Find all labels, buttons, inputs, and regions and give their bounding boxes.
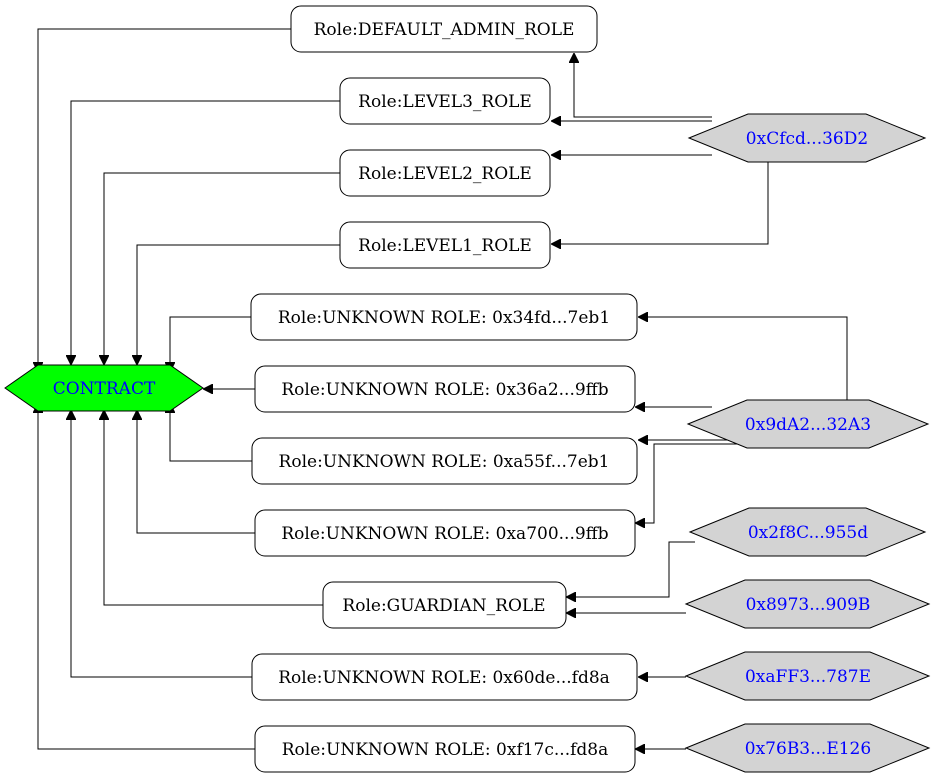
edges-roles-to-contract bbox=[38, 28, 340, 750]
edge-level1-to-contract bbox=[137, 244, 340, 365]
role-node-unknown-36a2[interactable]: Role:UNKNOWN ROLE: 0x36a2...9ffb bbox=[254, 365, 636, 413]
address-node-2f8c[interactable]: 0x2f8C...955d bbox=[688, 507, 927, 557]
edge-level2-to-contract bbox=[104, 172, 340, 365]
role-label: Role:UNKNOWN ROLE: 0xa55f...7eb1 bbox=[279, 452, 610, 472]
edge-default-admin-to-contract bbox=[38, 28, 291, 372]
address-node-aff3[interactable]: 0xaFF3...787E bbox=[684, 651, 931, 701]
role-node-level1[interactable]: Role:LEVEL1_ROLE bbox=[339, 221, 551, 269]
role-node-level3[interactable]: Role:LEVEL3_ROLE bbox=[339, 77, 551, 125]
role-node-default-admin[interactable]: Role:DEFAULT_ADMIN_ROLE bbox=[290, 5, 598, 53]
address-label: 0xaFF3...787E bbox=[745, 667, 871, 687]
edge-cfcd-to-level1 bbox=[551, 162, 769, 244]
role-label: Role:LEVEL1_ROLE bbox=[358, 236, 532, 256]
address-label: 0xCfcd...36D2 bbox=[746, 129, 868, 149]
address-label: 0x9dA2...32A3 bbox=[745, 415, 871, 435]
role-node-unknown-a700[interactable]: Role:UNKNOWN ROLE: 0xa700...9ffb bbox=[254, 509, 636, 557]
address-label: 0x8973...909B bbox=[746, 595, 871, 615]
edge-unka55f-to-contract bbox=[170, 403, 252, 462]
role-label: Role:UNKNOWN ROLE: 0xa700...9ffb bbox=[281, 524, 608, 544]
edge-level3-to-contract bbox=[71, 100, 340, 365]
role-label: Role:LEVEL3_ROLE bbox=[358, 92, 532, 112]
edge-unk60de-to-contract bbox=[71, 410, 252, 678]
role-node-unknown-34fd[interactable]: Role:UNKNOWN ROLE: 0x34fd...7eb1 bbox=[250, 293, 638, 341]
address-node-cfcd[interactable]: 0xCfcd...36D2 bbox=[687, 113, 927, 163]
edge-unka700-to-contract bbox=[137, 410, 255, 534]
edge-unkf17c-to-contract bbox=[38, 403, 255, 750]
role-label: Role:DEFAULT_ADMIN_ROLE bbox=[314, 20, 575, 40]
role-label: Role:GUARDIAN_ROLE bbox=[342, 596, 545, 616]
address-label: 0x76B3...E126 bbox=[745, 739, 871, 759]
address-node-8973[interactable]: 0x8973...909B bbox=[684, 579, 931, 629]
role-node-unknown-a55f[interactable]: Role:UNKNOWN ROLE: 0xa55f...7eb1 bbox=[251, 437, 638, 485]
role-label: Role:UNKNOWN ROLE: 0xf17c...fd8a bbox=[282, 740, 608, 760]
role-node-unknown-60de[interactable]: Role:UNKNOWN ROLE: 0x60de...fd8a bbox=[251, 653, 638, 701]
edge-cfcd-to-default-admin bbox=[574, 53, 712, 118]
role-label: Role:LEVEL2_ROLE bbox=[358, 164, 532, 184]
edge-guardian-to-contract bbox=[104, 410, 323, 606]
role-node-level2[interactable]: Role:LEVEL2_ROLE bbox=[339, 149, 551, 197]
contract-node[interactable]: CONTRACT bbox=[4, 364, 204, 412]
edge-9da2-to-unk34fd bbox=[638, 317, 848, 401]
role-node-unknown-f17c[interactable]: Role:UNKNOWN ROLE: 0xf17c...fd8a bbox=[254, 725, 636, 773]
role-label: Role:UNKNOWN ROLE: 0x36a2...9ffb bbox=[281, 380, 608, 400]
role-node-guardian[interactable]: Role:GUARDIAN_ROLE bbox=[322, 581, 567, 629]
edge-unk34fd-to-contract bbox=[170, 316, 251, 372]
address-node-9da2[interactable]: 0x9dA2...32A3 bbox=[686, 399, 930, 449]
address-label: 0x2f8C...955d bbox=[748, 523, 868, 543]
edge-2f8c-to-guardian bbox=[566, 541, 695, 597]
edges-addresses-to-roles bbox=[551, 53, 848, 749]
contract-label: CONTRACT bbox=[53, 379, 156, 399]
edge-9da2-to-unka700 bbox=[635, 443, 745, 523]
address-node-76b3[interactable]: 0x76B3...E126 bbox=[684, 723, 931, 773]
role-label: Role:UNKNOWN ROLE: 0x60de...fd8a bbox=[278, 668, 610, 688]
role-label: Role:UNKNOWN ROLE: 0x34fd...7eb1 bbox=[278, 308, 610, 328]
